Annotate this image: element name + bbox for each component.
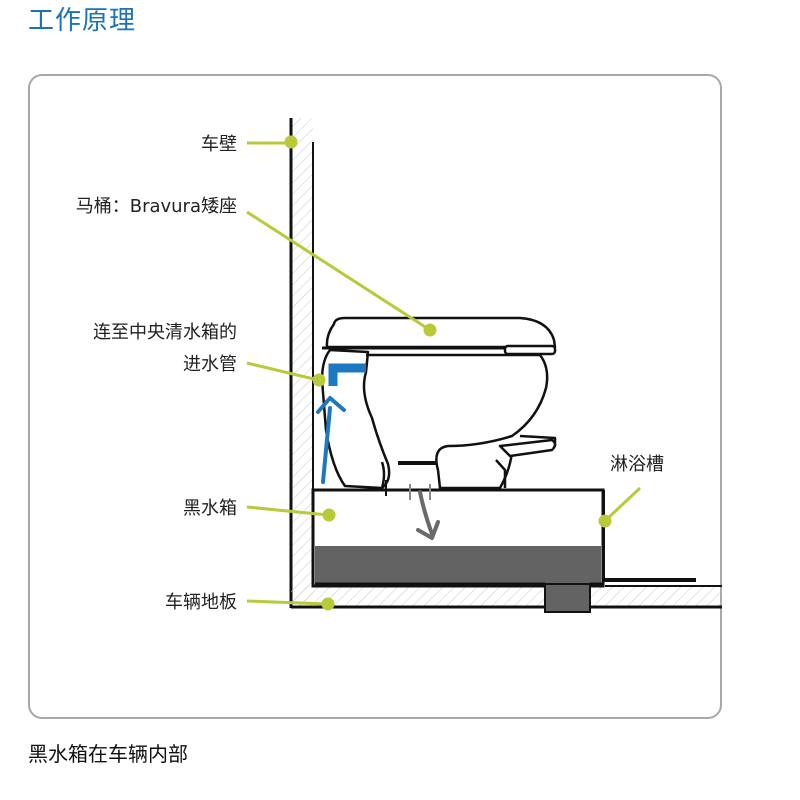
vehicle-floor	[291, 585, 722, 609]
black-water-tank	[311, 488, 605, 613]
page-title: 工作原理	[28, 6, 137, 36]
diagram-frame	[28, 74, 722, 719]
label-vehicle-wall: 车壁	[201, 134, 237, 155]
inlet-water-pipe	[328, 363, 366, 386]
outflow-arrow	[416, 490, 440, 540]
label-black-tank: 黑水箱	[183, 498, 237, 519]
toilet	[320, 316, 557, 500]
vehicle-wall	[289, 118, 314, 608]
label-toilet: 马桶：Bravura矮座	[76, 196, 237, 217]
label-shower-tray: 淋浴槽	[610, 454, 664, 475]
inflow-arrow	[316, 396, 346, 484]
label-inlet-line2: 进水管	[183, 354, 237, 375]
label-vehicle-floor: 车辆地板	[165, 592, 237, 613]
label-inlet-line1: 连至中央清水箱的	[93, 322, 237, 343]
figure-caption: 黑水箱在车辆内部	[28, 742, 188, 766]
leader-lines	[246, 135, 642, 611]
